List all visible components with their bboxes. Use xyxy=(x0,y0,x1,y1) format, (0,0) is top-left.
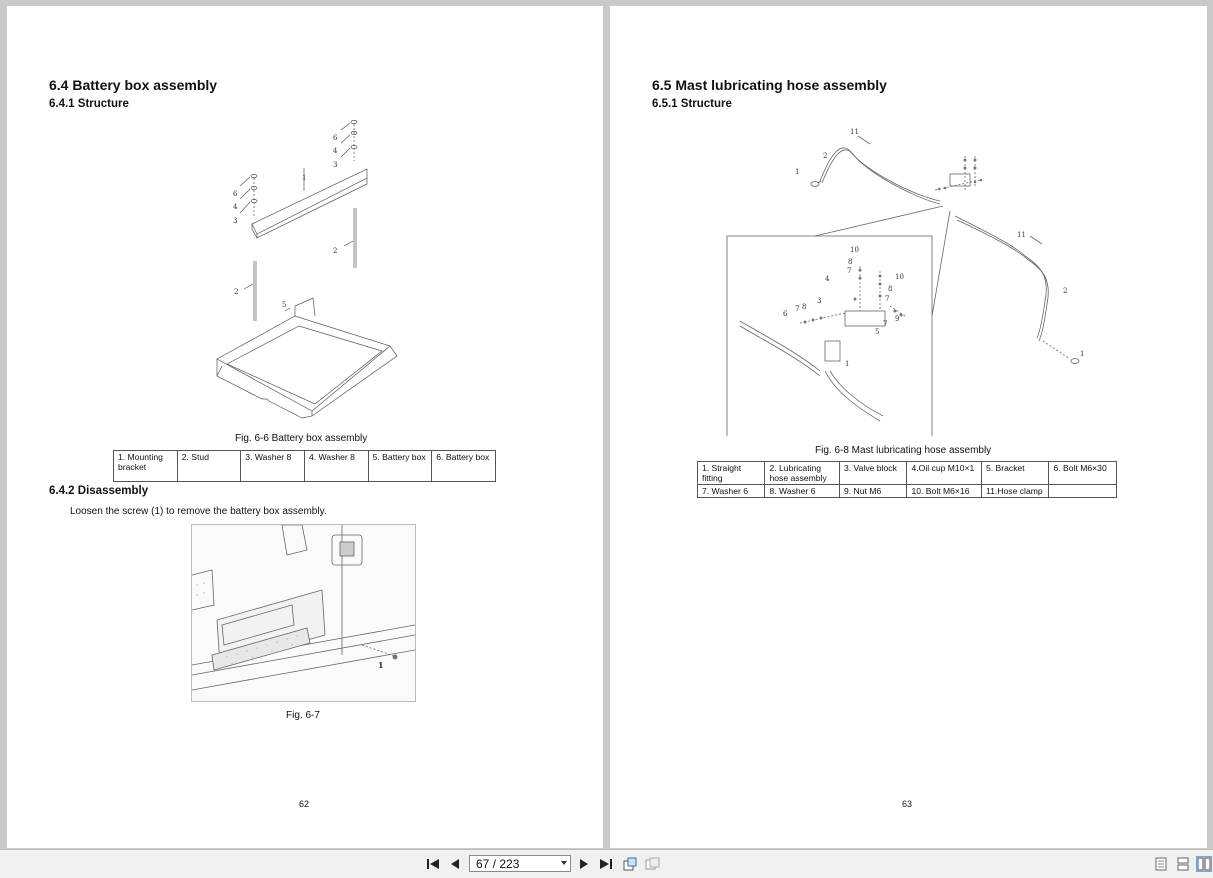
mast-hose-exploded-figure: 11 2 1 11 2 1 10 8 7 4 3 8 7 6 1 10 8 7 … xyxy=(725,116,1105,436)
figure-caption: Fig. 6-6 Battery box assembly xyxy=(235,433,368,444)
fig-label: 7 xyxy=(847,267,851,275)
table-row: 7. Washer 6 8. Washer 6 9. Nut M6 10. Bo… xyxy=(696,484,1117,498)
fig-label: 5 xyxy=(875,328,879,336)
fig-label: 8 xyxy=(848,258,852,266)
table-cell: 6. Battery box xyxy=(431,450,496,482)
next-page-icon[interactable] xyxy=(576,856,592,872)
table-cell: 6. Bolt M6×30 xyxy=(1048,461,1117,485)
fig-label: 2 xyxy=(823,152,827,160)
fig-label: 5 xyxy=(282,301,286,309)
fig-label: 10 xyxy=(895,273,904,281)
fig-label: 1 xyxy=(845,360,849,368)
fig-label: 8 xyxy=(888,285,892,293)
fig-label: 2 xyxy=(1063,287,1067,295)
fig-label: 6 xyxy=(783,310,788,318)
table-cell: 7. Washer 6 xyxy=(696,484,766,498)
fig-label: 2 xyxy=(234,288,238,296)
page-indicator: 67 / 223 xyxy=(476,856,520,871)
fig-label: 8 xyxy=(802,303,806,311)
table-cell: 2. Stud xyxy=(176,450,242,482)
figure-caption: Fig. 6-7 xyxy=(286,710,320,721)
table-cell xyxy=(1048,484,1117,498)
table-cell: 2. Lubricating hose assembly xyxy=(764,461,840,485)
fig-label: 3 xyxy=(817,297,821,305)
fig-label: 3 xyxy=(333,161,337,169)
first-page-icon[interactable] xyxy=(425,856,441,872)
fig-label: 10 xyxy=(850,246,859,254)
page-number: 63 xyxy=(902,799,913,809)
table-cell: 3. Valve block xyxy=(838,461,908,485)
fig-label: 4 xyxy=(333,147,338,155)
fig-label: 6 xyxy=(333,134,338,142)
fig-label: 4 xyxy=(825,275,830,283)
parts-table-battery-box: 1. Mounting bracket 2. Stud 3. Washer 8 … xyxy=(113,450,496,482)
section-title: 6.5 Mast lubricating hose assembly xyxy=(652,77,887,93)
photo-label: 1 xyxy=(378,660,384,670)
table-cell: 3. Washer 8 xyxy=(240,450,305,482)
page-number: 62 xyxy=(299,799,310,809)
fig-label: 2 xyxy=(333,247,337,255)
prev-page-icon[interactable] xyxy=(447,856,463,872)
subsection-title: 6.4.1 Structure xyxy=(49,98,129,110)
fig-label: 3 xyxy=(233,217,237,225)
table-cell: 9. Nut M6 xyxy=(838,484,908,498)
fig-label: 11 xyxy=(850,128,859,136)
chevron-down-icon[interactable] xyxy=(561,861,567,865)
battery-box-location-photo: 1 xyxy=(191,524,416,702)
table-cell: 1. Straight fitting xyxy=(696,461,766,485)
continuous-icon[interactable] xyxy=(1175,856,1191,872)
rotate-icon[interactable] xyxy=(622,856,638,872)
section-title: 6.4 Battery box assembly xyxy=(49,77,218,93)
subsection-title: 6.4.2 Disassembly xyxy=(49,485,149,497)
fig-label: 1 xyxy=(795,168,799,176)
single-page-icon[interactable] xyxy=(1153,856,1169,872)
fig-label: 9 xyxy=(895,315,899,323)
table-cell: 5. Battery box xyxy=(367,450,433,482)
fig-label: 7 xyxy=(885,295,889,303)
subsection-title: 6.5.1 Structure xyxy=(652,98,732,110)
snapshot-icon[interactable] xyxy=(645,856,661,872)
fig-label: 11 xyxy=(1017,231,1026,239)
table-cell: 10. Bolt M6×16 xyxy=(906,484,982,498)
table-cell: 8. Washer 6 xyxy=(764,484,840,498)
figure-caption: Fig. 6-8 Mast lubricating hose assembly xyxy=(815,445,992,456)
document-page-right: 6.5 Mast lubricating hose assembly 6.5.1… xyxy=(610,6,1207,848)
table-cell: 4. Washer 8 xyxy=(303,450,369,482)
table-cell: 1. Mounting bracket xyxy=(113,450,178,482)
fig-label: 4 xyxy=(233,203,238,211)
fig-label: 1 xyxy=(302,174,306,182)
fig-label: 1 xyxy=(1080,350,1084,358)
last-page-icon[interactable] xyxy=(598,856,614,872)
page-number-field[interactable]: 67 / 223 xyxy=(469,855,571,872)
table-row: 1. Mounting bracket 2. Stud 3. Washer 8 … xyxy=(113,450,496,482)
table-row: 1. Straight fitting 2. Lubricating hose … xyxy=(696,461,1117,485)
two-page-icon[interactable] xyxy=(1196,856,1212,872)
document-page-left: 6.4 Battery box assembly 6.4.1 Structure xyxy=(7,6,603,848)
fig-label: 7 xyxy=(883,320,887,328)
fig-label: 6 xyxy=(233,190,238,198)
table-cell: 5. Bracket xyxy=(980,461,1050,485)
viewer-toolbar: 67 / 223 xyxy=(0,849,1213,878)
paragraph: Loosen the screw (1) to remove the batte… xyxy=(70,506,327,517)
battery-box-exploded-figure: 6 4 3 1 6 4 3 2 2 5 xyxy=(207,116,407,431)
parts-table-mast-hose: 1. Straight fitting 2. Lubricating hose … xyxy=(696,461,1117,498)
table-cell: 11.Hose clamp xyxy=(980,484,1050,498)
fig-label: 7 xyxy=(795,305,799,313)
table-cell: 4.Oil cup M10×1 xyxy=(906,461,982,485)
